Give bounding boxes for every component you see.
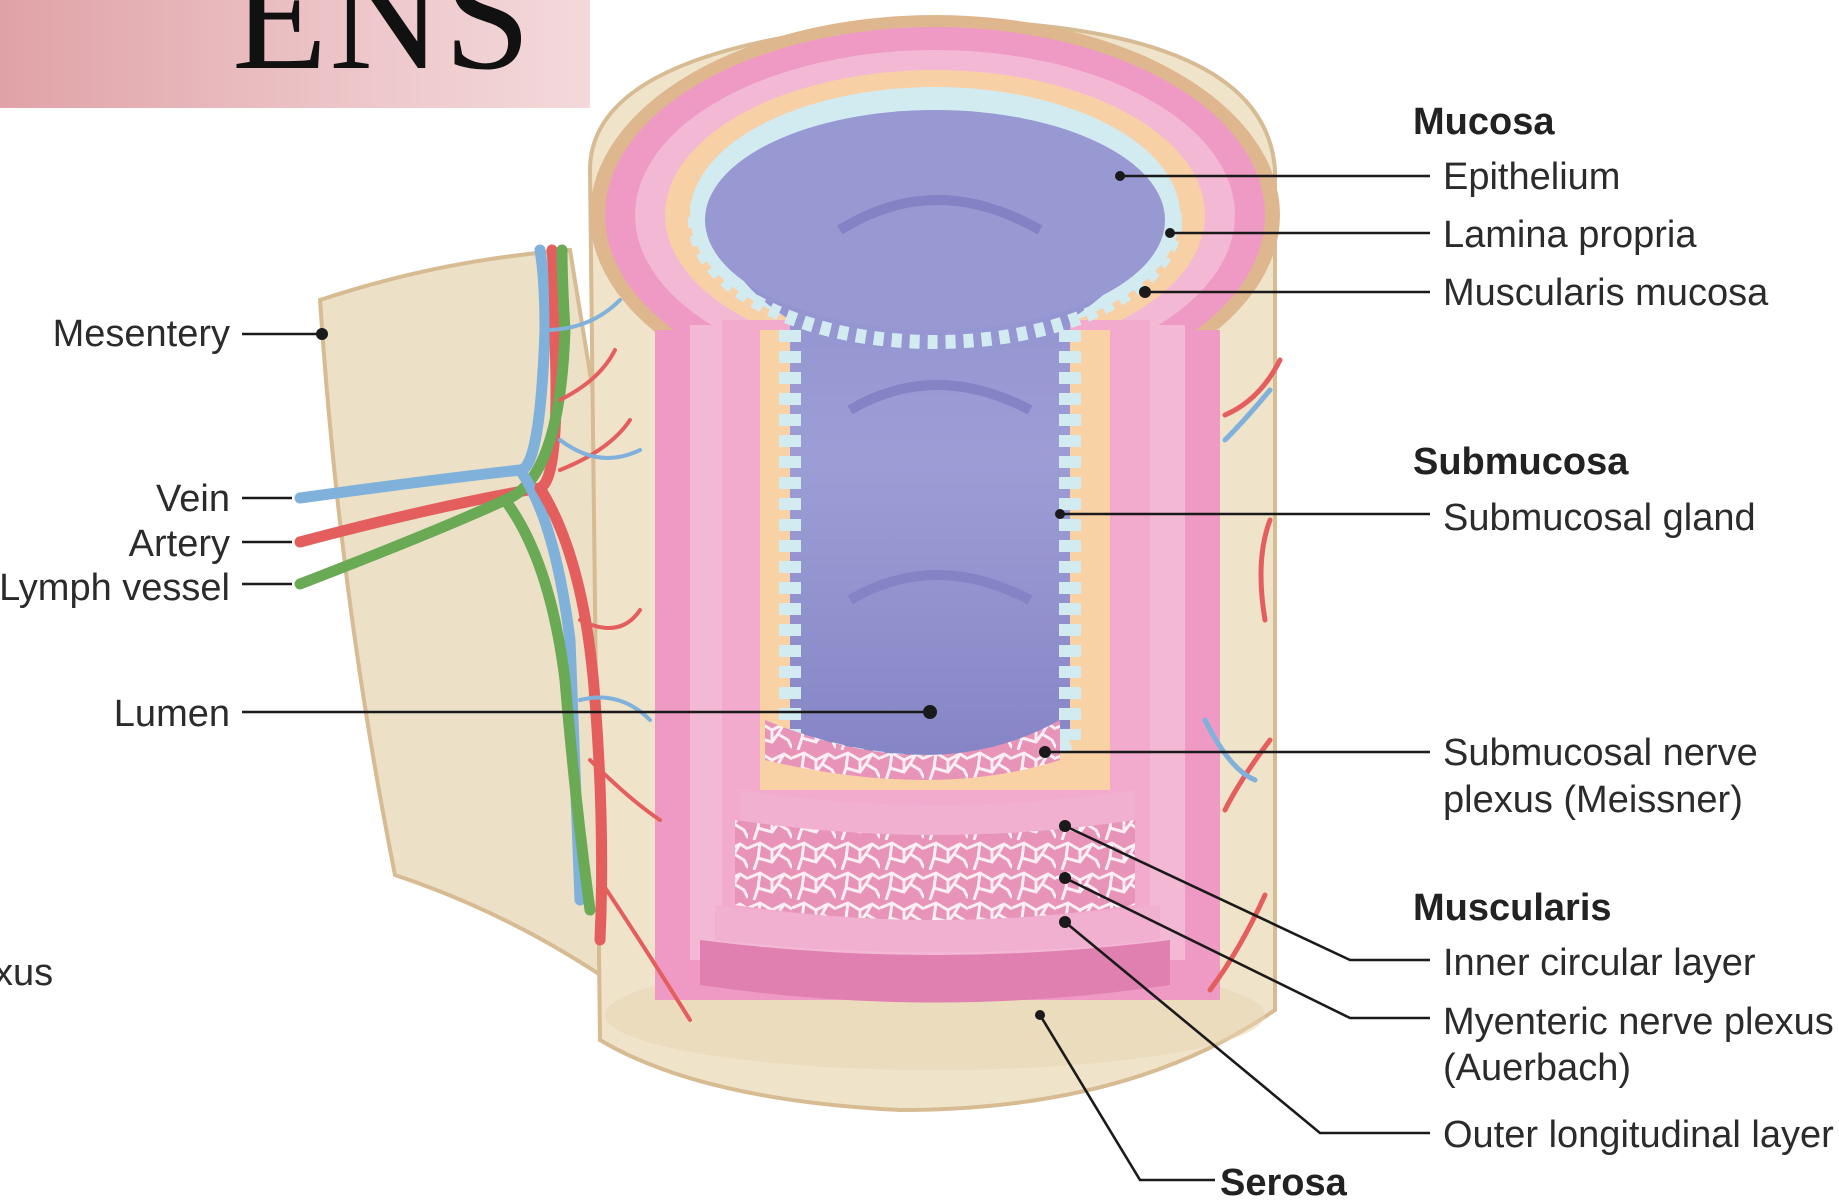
label-artery: Artery xyxy=(129,523,230,565)
label-lymph-vessel: Lymph vessel xyxy=(0,567,230,609)
label-submucosa: Submucosa xyxy=(1413,441,1629,483)
label-epithelium: Epithelium xyxy=(1443,156,1620,198)
label-serosa: Serosa xyxy=(1220,1162,1348,1201)
label-inner-circular: Inner circular layer xyxy=(1443,942,1756,984)
label-outer-longitudinal: Outer longitudinal layer xyxy=(1443,1114,1834,1156)
label-lumen: Lumen xyxy=(114,693,230,735)
label-submucosal-gland: Submucosal gland xyxy=(1443,497,1756,539)
label-muscularis: Muscularis xyxy=(1413,887,1612,929)
label-lamina-propria: Lamina propria xyxy=(1443,214,1697,256)
label-mesentery: Mesentery xyxy=(53,313,230,355)
myenteric-plexus-mesh xyxy=(735,820,1135,920)
label-submucosal-plexus-1: Submucosal nerve xyxy=(1443,732,1758,774)
label-vein: Vein xyxy=(156,478,230,520)
label-submucosal-plexus-2: plexus (Meissner) xyxy=(1443,779,1743,821)
label-myenteric-1: Myenteric nerve plexus xyxy=(1443,1001,1834,1043)
label-muscularis-mucosa: Muscularis mucosa xyxy=(1443,272,1769,314)
label-cut-off: xus xyxy=(0,952,53,994)
label-mucosa: Mucosa xyxy=(1413,101,1555,143)
label-myenteric-2: (Auerbach) xyxy=(1443,1047,1631,1089)
